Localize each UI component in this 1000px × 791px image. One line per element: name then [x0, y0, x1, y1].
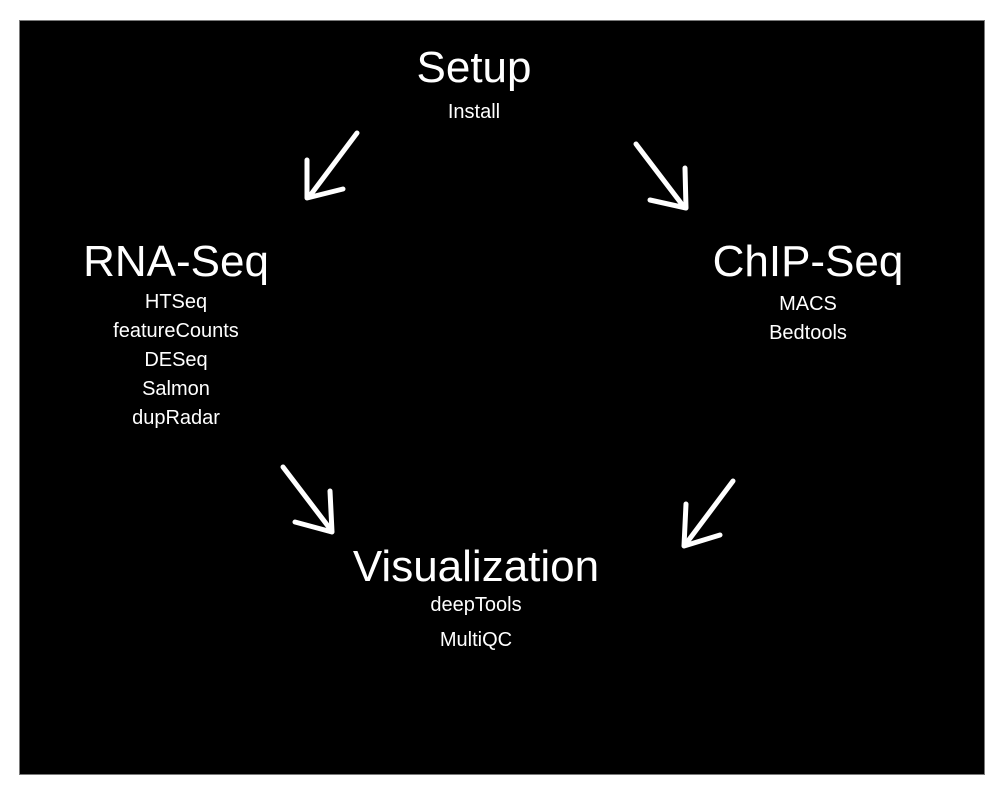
node-item: MACS [779, 293, 837, 315]
node-visualization: Visualization deepTools MultiQC [326, 543, 626, 655]
node-item: deepTools [430, 594, 522, 616]
node-setup: Setup Install [374, 44, 574, 127]
node-item: Bedtools [769, 322, 847, 344]
node-item: Install [447, 101, 501, 123]
node-title: ChIP-Seq [712, 237, 904, 286]
node-item: MultiQC [439, 629, 513, 651]
node-chip-seq: ChIP-Seq MACS Bedtools [678, 238, 938, 348]
node-rna-seq: RNA-Seq HTSeq featureCounts DESeq Salmon… [56, 238, 296, 433]
node-title: Visualization [352, 542, 600, 591]
node-item: Salmon [142, 378, 210, 400]
node-item: featureCounts [113, 320, 239, 342]
node-title: Setup [416, 43, 532, 92]
node-title: RNA-Seq [83, 237, 269, 286]
diagram-panel [19, 20, 985, 775]
node-item: DESeq [144, 349, 208, 371]
node-item: HTSeq [144, 291, 208, 313]
node-item: dupRadar [132, 407, 220, 429]
